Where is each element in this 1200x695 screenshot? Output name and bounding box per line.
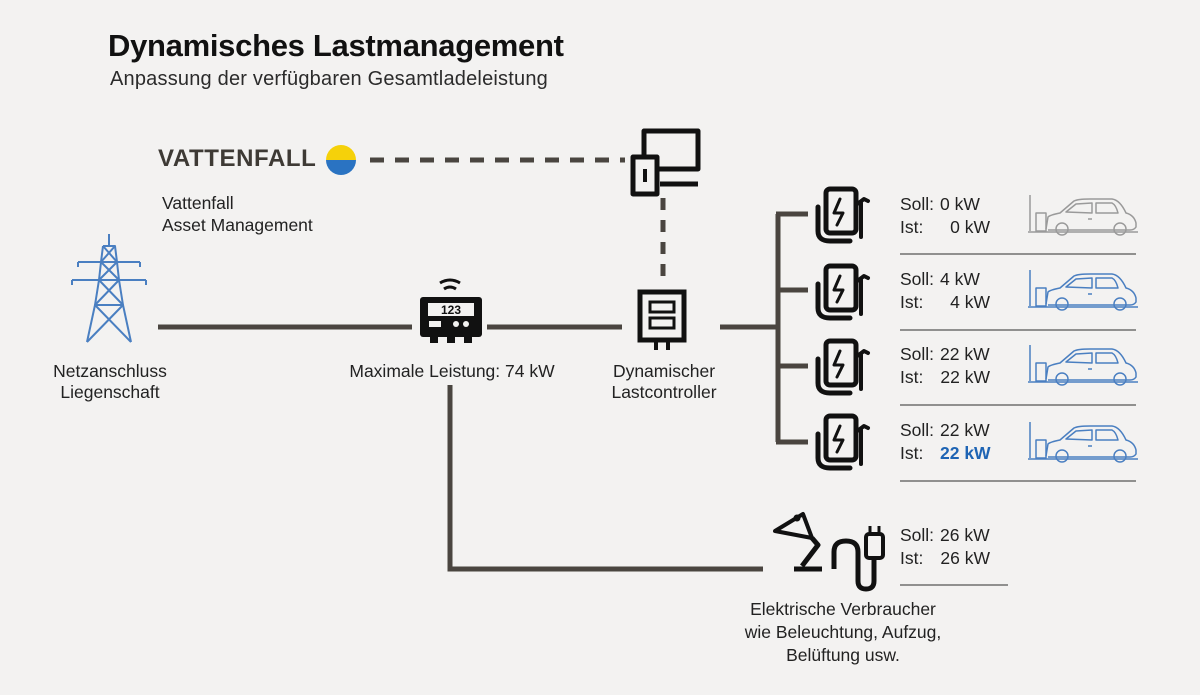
- consumers-label-line2: wie Beleuchtung, Aufzug,: [744, 622, 942, 642]
- charger-4-ist: Ist: 22 kW: [900, 442, 991, 464]
- lamp-icon: [773, 512, 822, 572]
- ist-value: 22 kW: [940, 367, 990, 387]
- vattenfall-label-line2: Asset Management: [162, 215, 313, 235]
- power-pylon-icon: [71, 234, 147, 343]
- soll-value: 22 kW: [940, 344, 990, 364]
- consumers-ist: Ist: 26 kW: [900, 547, 990, 569]
- grid-label-line2: Liegenschaft: [60, 382, 160, 402]
- meter-display-digits: 123: [441, 303, 461, 317]
- charger-3-soll: Soll:22 kW: [900, 343, 990, 365]
- ist-label: Ist:: [900, 367, 924, 387]
- ist-value-highlighted: 22 kW: [940, 443, 991, 463]
- smart-meter-icon: 123: [420, 278, 482, 343]
- vattenfall-logo-icon: [326, 145, 356, 175]
- ist-label: Ist:: [900, 292, 924, 312]
- vattenfall-label-line1: Vattenfall: [162, 193, 234, 213]
- consumers-label-line3: Belüftung usw.: [786, 645, 900, 665]
- vattenfall-logo-text: VATTENFALL: [158, 145, 317, 172]
- charger-1-soll: Soll:0 kW: [900, 193, 980, 215]
- charger-icon-2: [818, 266, 868, 318]
- ist-label: Ist:: [900, 443, 924, 463]
- grid-label-line1: Netzanschluss: [53, 361, 167, 381]
- line-meter-to-consumers: [447, 385, 763, 572]
- soll-value: 26 kW: [940, 525, 990, 545]
- charger-2-ist: Ist: 4 kW: [900, 291, 990, 313]
- soll-value: 4 kW: [940, 269, 980, 289]
- ist-label: Ist:: [900, 217, 924, 237]
- soll-label: Soll:: [900, 344, 935, 364]
- car-icon-1: [1027, 194, 1139, 236]
- soll-value: 0 kW: [940, 194, 980, 214]
- car-icon-2: [1027, 269, 1139, 311]
- charger-2-soll: Soll:4 kW: [900, 268, 980, 290]
- soll-label: Soll:: [900, 269, 935, 289]
- soll-value: 22 kW: [940, 420, 990, 440]
- page-title: Dynamisches Lastmanagement: [108, 28, 564, 63]
- ist-value: 0 kW: [950, 217, 990, 237]
- charger-icon-1: [818, 189, 868, 241]
- soll-label: Soll:: [900, 194, 935, 214]
- charger-4-soll: Soll:22 kW: [900, 419, 990, 441]
- soll-label: Soll:: [900, 525, 935, 545]
- separator-lines: [900, 253, 1136, 586]
- car-icon-3: [1027, 344, 1139, 386]
- car-icon-4: [1027, 421, 1139, 463]
- controller-label-line2: Lastcontroller: [611, 382, 717, 402]
- logo-yellow-half: [326, 145, 356, 160]
- monitor-icon: [630, 128, 701, 197]
- ist-value: 4 kW: [950, 292, 990, 312]
- charger-icon-4: [818, 416, 868, 468]
- load-controller-icon: [637, 289, 687, 350]
- soll-label: Soll:: [900, 420, 935, 440]
- meter-label: Maximale Leistung: 74 kW: [349, 361, 555, 381]
- charger-1-ist: Ist: 0 kW: [900, 216, 990, 238]
- consumers-label-line1: Elektrische Verbraucher: [750, 599, 936, 619]
- charger-icon-3: [818, 341, 868, 393]
- ist-label: Ist:: [900, 548, 924, 568]
- charger-3-ist: Ist: 22 kW: [900, 366, 990, 388]
- logo-blue-half: [326, 160, 356, 175]
- controller-label-line1: Dynamischer: [612, 361, 716, 381]
- page-subtitle: Anpassung der verfügbaren Gesamtladeleis…: [110, 68, 548, 90]
- ist-value: 26 kW: [940, 548, 990, 568]
- connection-lines: [158, 157, 808, 572]
- plug-icon: [831, 526, 885, 592]
- consumers-soll: Soll:26 kW: [900, 524, 990, 546]
